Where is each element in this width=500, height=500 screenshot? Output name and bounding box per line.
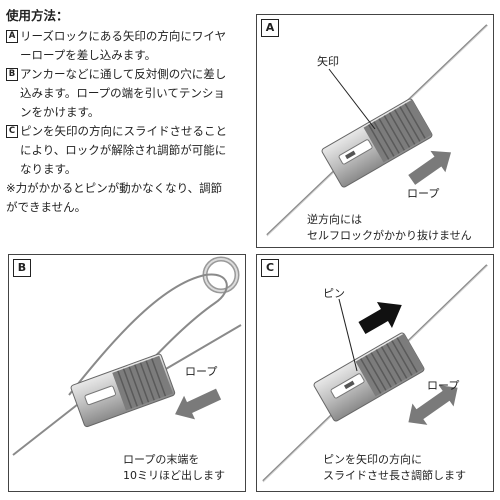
step-a-line1: リーズロックにある矢印の方向にワイヤ [20,29,227,43]
lock-body [321,98,433,188]
pin-pointer-line [338,298,358,372]
panel-a-rope-label: ロープ [407,187,440,200]
lock-body [313,332,425,422]
instructions: 使用方法： A リーズロックにある矢印の方向にワイヤ ーロープを差し込みます。 … [6,6,246,217]
rope-adjust-arrow [408,385,458,425]
panel-a-caption-line1: 逆方向には [307,213,362,226]
step-c-line1: ピンを矢印の方向にスライドさせること [20,124,227,138]
step-c-line3: なります。 [20,162,77,176]
panel-c: C ピン ロープ ピンを矢印の方向に スライドさせ長さ調節します [256,254,494,492]
note: ※力がかかるとピンが動かなくなり、調節 ができません。 [6,179,246,217]
panel-b: B ロープ ロープの末端を 10ミリほど出します [8,254,246,492]
step-b: B アンカーなどに通して反対側の穴に差し 込みます。ロープの端を引いてテンショ … [6,65,246,122]
rope-direction-arrow [408,150,452,185]
panel-c-caption-line2: スライドさせ長さ調節します [323,469,466,482]
panel-c-label: C [261,259,279,277]
step-b-line3: ンをかけます。 [20,105,100,119]
panel-a-arrow-label: 矢印 [317,55,339,68]
wire-loop [68,273,228,396]
panel-c-rope-label: ロープ [427,379,460,392]
lock-body [70,353,176,428]
panel-c-pin-label: ピン [323,287,345,300]
panel-a: A 矢印 ロープ 逆方向には セルフロックがかかり抜けません [256,14,494,248]
panel-a-caption-line2: セルフロックがかかり抜けません [307,229,472,242]
panel-c-caption-line1: ピンを矢印の方向に [323,453,422,466]
wire-rope-tail [158,324,242,374]
note-line1: ※力がかかるとピンが動かなくなり、調節 [6,181,223,195]
note-line2: ができません。 [6,200,87,214]
step-c-line2: により、ロックが解除され調節が可能に [20,143,227,157]
panel-b-caption-line1: ロープの末端を [123,453,200,466]
panel-b-illustration [12,256,242,456]
rope-direction-arrow [175,388,222,420]
step-b-mark: B [6,68,18,81]
step-b-line1: アンカーなどに通して反対側の穴に差し [20,67,227,81]
step-a-line2: ーロープを差し込みます。 [20,48,157,62]
step-a-mark: A [6,30,18,43]
panel-c-illustration [262,264,488,483]
instructions-title: 使用方法： [6,8,69,23]
slide-direction-arrow [358,302,402,335]
panel-b-label: B [13,259,31,277]
step-c-mark: C [6,125,18,138]
panel-a-label: A [261,19,279,37]
step-c: C ピンを矢印の方向にスライドさせること により、ロックが解除され調節が可能に … [6,122,246,179]
panel-b-rope-label: ロープ [185,365,218,378]
step-b-line2: 込みます。ロープの端を引いてテンショ [20,86,225,100]
panel-a-illustration [266,24,488,237]
panel-b-caption-line2: 10ミリほど出します [123,469,225,482]
step-a: A リーズロックにある矢印の方向にワイヤ ーロープを差し込みます。 [6,27,246,65]
arrow-pointer-line [328,68,376,130]
